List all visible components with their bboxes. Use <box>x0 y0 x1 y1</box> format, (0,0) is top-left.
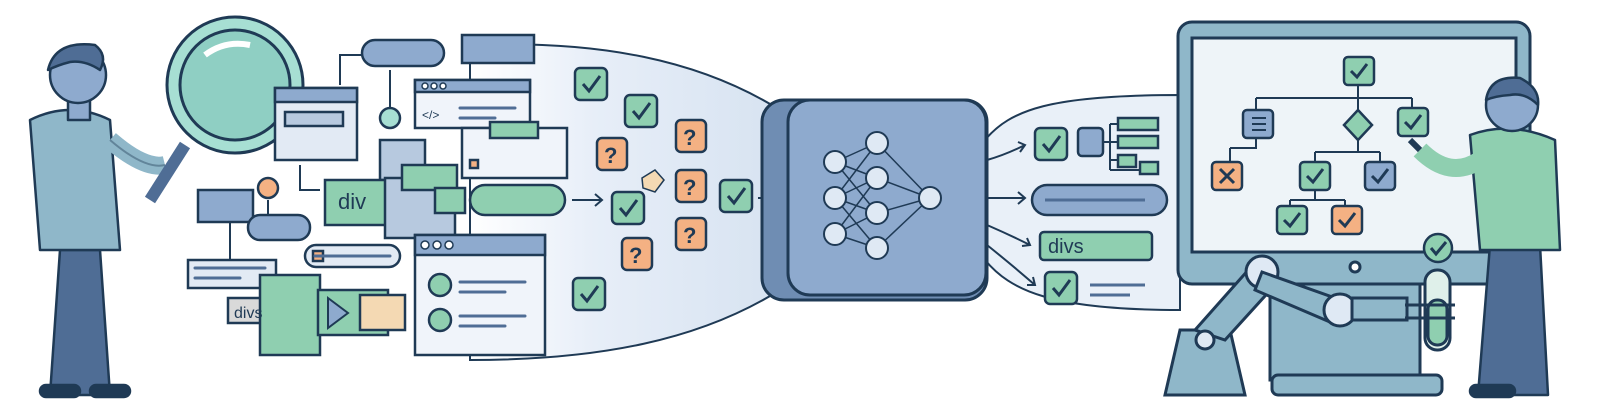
checkmark-icon <box>1330 204 1364 236</box>
window-dots <box>420 82 454 250</box>
funnel-checkmarks <box>571 66 754 312</box>
checkmark-icon <box>1363 160 1397 192</box>
checkmark-icon <box>1298 160 1332 192</box>
question-mark: ? <box>683 175 696 200</box>
neural-network-nodes <box>823 131 942 260</box>
cross-icon <box>1210 160 1244 192</box>
question-mark: ? <box>629 243 642 268</box>
checkmark-icon <box>573 66 609 102</box>
checkmark-icon <box>1043 270 1079 306</box>
decision-diamond-icon <box>1342 108 1374 142</box>
checkmark-icon <box>718 178 754 214</box>
window-content-lines <box>193 106 527 328</box>
list-icon <box>1241 108 1275 140</box>
output-arrows <box>986 141 1037 286</box>
test-tube-icon <box>1405 268 1455 352</box>
source-elements <box>186 33 569 357</box>
robot-arm-icon <box>1163 254 1409 397</box>
divs-small-label: divs <box>234 305 262 322</box>
question-icon <box>674 168 708 204</box>
screen-nodes <box>1210 55 1430 236</box>
checkmark-icon <box>1275 204 1309 236</box>
question-icon <box>674 216 708 252</box>
y-tag-shape <box>641 169 665 193</box>
funnel-questions <box>595 118 708 272</box>
checkmark-icon <box>1396 106 1430 138</box>
question-mark: ? <box>683 125 696 150</box>
divs-output-label: divs <box>1048 236 1084 258</box>
checkmark-icon <box>571 276 607 312</box>
play-icon <box>327 296 350 330</box>
neural-network-box <box>760 98 989 302</box>
right-person <box>1407 76 1562 399</box>
question-marks: ? ? ? ? ? <box>604 125 696 268</box>
question-icon <box>595 136 629 172</box>
screen-flowchart <box>1229 83 1413 208</box>
question-mark: ? <box>683 223 696 248</box>
checkmark-icon <box>623 93 659 129</box>
checkmark-icon <box>1033 126 1069 162</box>
question-icon <box>620 236 654 272</box>
checkmark-icon <box>1342 55 1376 87</box>
magnifier-icon <box>144 15 305 204</box>
left-person <box>28 43 168 399</box>
div-block-label: div <box>338 189 366 214</box>
code-icon: </> <box>422 108 439 122</box>
checkmark-icon <box>610 190 646 226</box>
question-icon <box>674 118 708 154</box>
checkmark-icon <box>1422 232 1454 264</box>
question-mark: ? <box>604 143 617 168</box>
outputs <box>1030 116 1169 306</box>
